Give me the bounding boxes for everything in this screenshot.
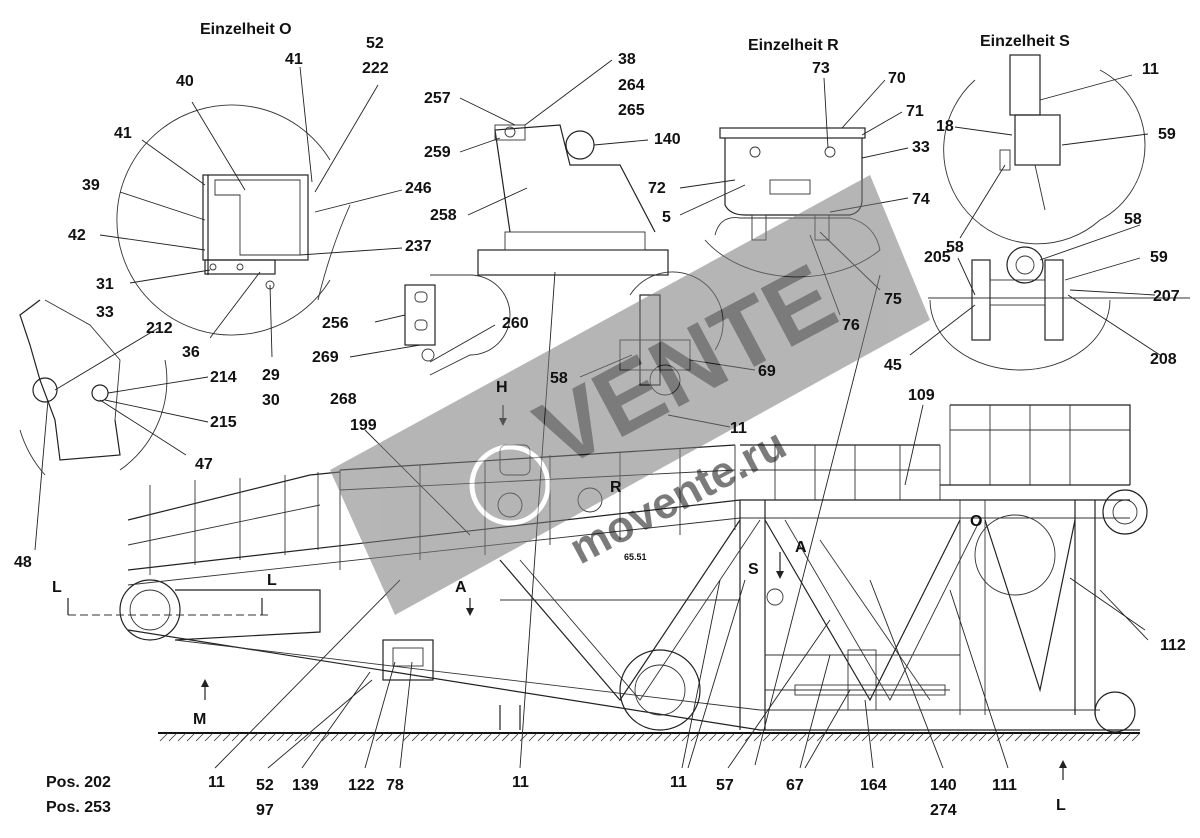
- callout-78: 78: [386, 777, 404, 794]
- view-marker-h: H: [496, 379, 508, 396]
- callout-29: 29: [262, 367, 280, 384]
- callout-71: 71: [906, 103, 924, 120]
- callout-260: 260: [502, 315, 529, 332]
- callout-268: 268: [330, 391, 357, 408]
- callout-257: 257: [424, 90, 451, 107]
- callout-11: 11: [1142, 61, 1159, 78]
- callout-41: 41: [285, 51, 303, 68]
- pos-label-2: Pos. 253: [46, 799, 111, 816]
- callout-11: 11: [208, 774, 225, 791]
- callout-58: 58: [1124, 211, 1142, 228]
- callout-269: 269: [312, 349, 339, 366]
- callout-48: 48: [14, 554, 32, 571]
- callout-59: 59: [1150, 249, 1168, 266]
- pos-label-1: Pos. 202: [46, 774, 111, 791]
- callout-214: 214: [210, 369, 237, 386]
- callout-75: 75: [884, 291, 902, 308]
- callout-140: 140: [930, 777, 957, 794]
- view-marker-s: S: [748, 561, 759, 578]
- callout-31: 31: [96, 276, 114, 293]
- callout-140: 140: [654, 131, 681, 148]
- callout-67: 67: [786, 777, 804, 794]
- view-marker-l1: L: [52, 579, 62, 596]
- callout-30: 30: [262, 392, 280, 409]
- callout-76: 76: [842, 317, 860, 334]
- view-marker-o: O: [970, 513, 982, 530]
- callout-42: 42: [68, 227, 86, 244]
- callout-212: 212: [146, 320, 173, 337]
- view-marker-a2: A: [455, 579, 467, 596]
- callout-258: 258: [430, 207, 457, 224]
- detail-r-title: Einzelheit R: [748, 37, 839, 54]
- detail-o-title: Einzelheit O: [200, 21, 292, 38]
- callout-59: 59: [1158, 126, 1176, 143]
- callout-40: 40: [176, 73, 194, 90]
- callout-111: 111: [992, 777, 1017, 794]
- view-marker-a1: A: [795, 539, 807, 556]
- pivot-detail-drawing: [19, 299, 168, 476]
- callout-122: 122: [348, 777, 375, 794]
- callout-41: 41: [114, 125, 132, 142]
- view-marker-l2: L: [267, 572, 277, 589]
- callout-52: 52: [366, 35, 384, 52]
- callout-265: 265: [618, 102, 645, 119]
- ground-line: [158, 732, 1141, 742]
- callout-5: 5: [662, 209, 671, 226]
- view-marker-l3: L: [1056, 797, 1066, 814]
- callout-237: 237: [405, 238, 432, 255]
- view-marker-m: M: [193, 711, 206, 728]
- callout-65-51: 65.51: [624, 552, 647, 562]
- callout-246: 246: [405, 180, 432, 197]
- callout-11: 11: [512, 774, 529, 791]
- detail-h-drawing: [477, 124, 669, 276]
- callout-264: 264: [618, 77, 645, 94]
- callout-39: 39: [82, 177, 100, 194]
- detail-s-marker-circle: [766, 588, 784, 606]
- detail-s-drawing: [928, 54, 1190, 371]
- callout-36: 36: [182, 344, 200, 361]
- callout-58: 58: [946, 239, 964, 256]
- callout-97: 97: [256, 802, 274, 819]
- callout-274: 274: [930, 802, 957, 819]
- callout-33: 33: [96, 304, 114, 321]
- callout-70: 70: [888, 70, 906, 87]
- callout-207: 207: [1153, 288, 1180, 305]
- callout-73: 73: [812, 60, 830, 77]
- callout-112: 112: [1160, 637, 1186, 654]
- callout-215: 215: [210, 414, 237, 431]
- callout-208: 208: [1150, 351, 1177, 368]
- callout-33: 33: [912, 139, 930, 156]
- conveyor-frame: [119, 489, 1148, 733]
- callout-11: 11: [670, 774, 687, 791]
- detail-o-marker-circle: [974, 514, 1056, 596]
- callout-139: 139: [292, 777, 319, 794]
- callout-222: 222: [362, 60, 389, 77]
- callout-45: 45: [884, 357, 902, 374]
- callout-199: 199: [350, 417, 377, 434]
- callout-74: 74: [912, 191, 930, 208]
- callout-labels: 41 52 222 40 41 39 42 246 237 31 33 36 2…: [14, 35, 1186, 819]
- callout-57: 57: [716, 777, 734, 794]
- callout-58: 58: [550, 370, 568, 387]
- callout-109: 109: [908, 387, 935, 404]
- callout-52: 52: [256, 777, 274, 794]
- callout-205: 205: [924, 249, 951, 266]
- detail-o-drawing: [116, 104, 351, 336]
- callout-47: 47: [195, 456, 213, 473]
- callout-72: 72: [648, 180, 666, 197]
- callout-11: 11: [730, 420, 747, 437]
- callout-164: 164: [860, 777, 887, 794]
- callout-38: 38: [618, 51, 636, 68]
- callout-18: 18: [936, 118, 954, 135]
- callout-69: 69: [758, 363, 776, 380]
- view-marker-r: R: [610, 479, 622, 496]
- callout-256: 256: [322, 315, 349, 332]
- detail-s-title: Einzelheit S: [980, 33, 1070, 50]
- callout-259: 259: [424, 144, 451, 161]
